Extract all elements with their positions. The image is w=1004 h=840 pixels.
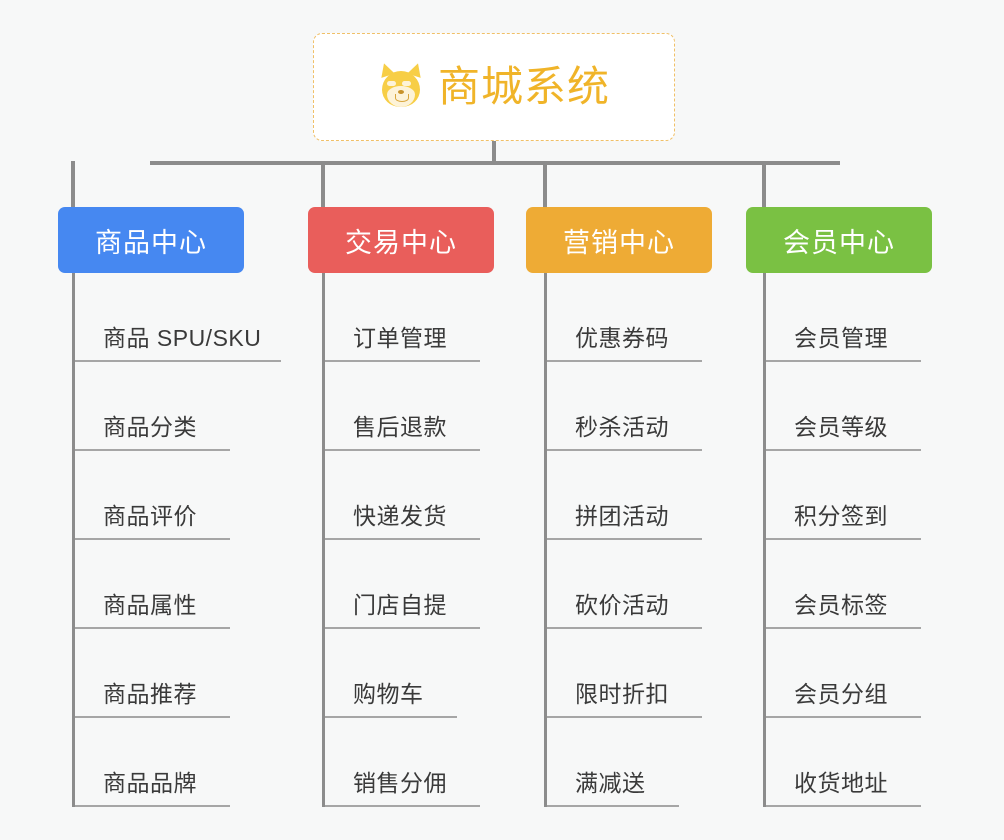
branch-drop-connector [321,161,325,207]
leaf-item-label: 商品分类 [103,414,197,440]
leaf-item[interactable]: 会员等级 [766,362,921,451]
leaf-item[interactable]: 商品分类 [75,362,230,451]
leaf-item-underline [75,805,230,807]
leaf-item-underline [547,538,702,540]
leaf-item[interactable]: 会员分组 [766,629,921,718]
leaf-item-label: 满减送 [575,770,646,796]
leaf-item-underline [325,449,480,451]
leaf-item-label: 会员等级 [794,414,888,440]
leaf-item-label: 售后退款 [353,414,447,440]
leaf-item-label: 积分签到 [794,503,888,529]
leaf-item-underline [766,627,921,629]
leaf-item-label: 快递发货 [353,503,447,529]
leaf-item-label: 砍价活动 [575,592,669,618]
leaf-item-label: 会员分组 [794,681,888,707]
leaf-item[interactable]: 商品 SPU/SKU [75,273,281,362]
leaf-item[interactable]: 快递发货 [325,451,480,540]
leaf-item-label: 商品推荐 [103,681,197,707]
category-box-1[interactable]: 商品中心 [58,207,244,273]
leaf-item-label: 购物车 [353,681,424,707]
leaf-item-label: 销售分佣 [353,770,447,796]
leaf-item-underline [766,538,921,540]
leaf-item-underline [766,360,921,362]
leaf-item-underline [325,360,480,362]
leaf-item[interactable]: 优惠券码 [547,273,702,362]
branch-drop-connector [762,161,766,207]
leaf-item[interactable]: 门店自提 [325,540,480,629]
leaf-item-label: 会员标签 [794,592,888,618]
leaf-item[interactable]: 会员管理 [766,273,921,362]
branch-stem [72,273,75,807]
leaf-item[interactable]: 秒杀活动 [547,362,702,451]
leaf-item[interactable]: 收货地址 [766,718,921,807]
leaf-item-underline [547,449,702,451]
leaf-item-underline [75,538,230,540]
leaf-item-underline [547,805,679,807]
leaf-item-underline [766,449,921,451]
branch-drop-connector [543,161,547,207]
leaf-item-label: 拼团活动 [575,503,669,529]
leaf-item-label: 商品评价 [103,503,197,529]
category-box-4[interactable]: 会员中心 [746,207,932,273]
category-label: 营销中心 [563,227,675,258]
leaf-item[interactable]: 销售分佣 [325,718,480,807]
branch-stem [763,273,766,807]
leaf-item-underline [547,627,702,629]
leaf-item-underline [766,716,921,718]
category-box-3[interactable]: 营销中心 [526,207,712,273]
leaf-item-underline [325,538,480,540]
leaf-item[interactable]: 订单管理 [325,273,480,362]
branch-stem [322,273,325,807]
leaf-item-label: 秒杀活动 [575,414,669,440]
leaf-item-label: 商品品牌 [103,770,197,796]
leaf-item[interactable]: 购物车 [325,629,457,718]
leaf-item-label: 优惠券码 [575,325,669,351]
leaf-item[interactable]: 限时折扣 [547,629,702,718]
leaf-item[interactable]: 拼团活动 [547,451,702,540]
leaf-item-label: 会员管理 [794,325,888,351]
leaf-item-underline [75,716,230,718]
leaf-item-underline [325,716,457,718]
leaf-item-underline [325,627,480,629]
category-box-2[interactable]: 交易中心 [308,207,494,273]
branch-stem [544,273,547,807]
leaf-item-underline [766,805,921,807]
leaf-item[interactable]: 商品推荐 [75,629,230,718]
leaf-item[interactable]: 商品评价 [75,451,230,540]
leaf-item-label: 限时折扣 [575,681,669,707]
leaf-item-underline [547,716,702,718]
leaf-item-underline [547,360,702,362]
leaf-item[interactable]: 售后退款 [325,362,480,451]
branch-drop-connector [71,161,75,207]
leaf-item-label: 订单管理 [353,325,447,351]
leaf-item-underline [75,360,281,362]
leaf-item-underline [325,805,480,807]
leaf-item-underline [75,449,230,451]
leaf-item-label: 收货地址 [794,770,888,796]
horizontal-bus-connector [150,161,840,165]
leaf-item[interactable]: 满减送 [547,718,679,807]
leaf-item-label: 商品属性 [103,592,197,618]
root-trunk-connector [492,141,496,163]
category-label: 商品中心 [95,227,207,258]
leaf-item[interactable]: 积分签到 [766,451,921,540]
leaf-item[interactable]: 商品品牌 [75,718,230,807]
leaf-item-label: 门店自提 [353,592,447,618]
leaf-item-underline [75,627,230,629]
shiba-dog-icon [377,61,425,110]
root-title: 商城系统 [437,63,610,110]
root-node[interactable]: 商城系统 [313,33,675,141]
leaf-item[interactable]: 商品属性 [75,540,230,629]
category-label: 交易中心 [345,227,457,258]
category-label: 会员中心 [783,227,895,258]
leaf-item[interactable]: 会员标签 [766,540,921,629]
leaf-item[interactable]: 砍价活动 [547,540,702,629]
leaf-item-label: 商品 SPU/SKU [103,325,262,351]
